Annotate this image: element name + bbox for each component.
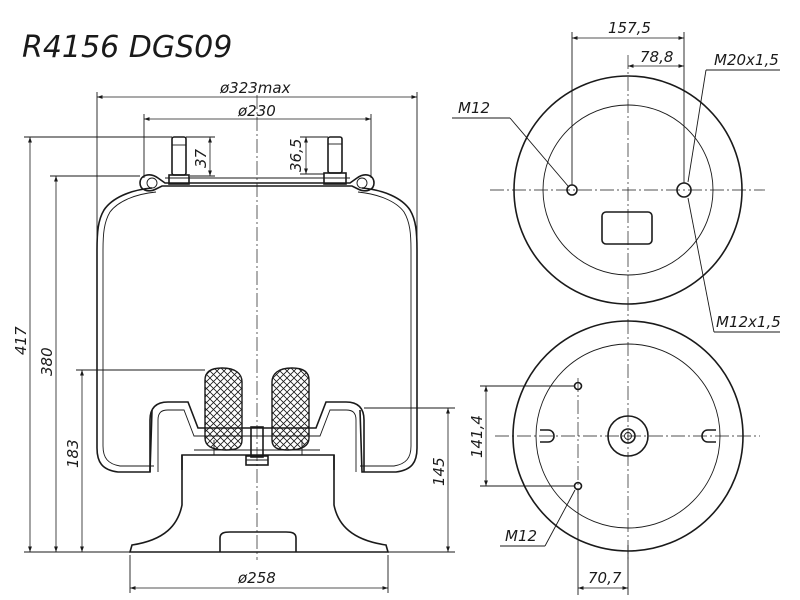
dim-bottom-offset: 70,7: [588, 569, 622, 587]
hub-outer: [607, 415, 649, 457]
dim-h-body: 380: [38, 347, 56, 376]
dim-d-max: ø323max: [219, 79, 291, 97]
bottom-view: 141,4 70,7 M12: [468, 320, 760, 595]
dim-top-spacing: 157,5: [608, 19, 651, 37]
dim-d-top: ø230: [237, 102, 276, 120]
dim-d-base: ø258: [237, 569, 276, 587]
thread-top-right: M20x1,5: [714, 51, 779, 69]
dim-h-total: 417: [12, 326, 30, 355]
thread-top-right-lower: M12x1,5: [716, 313, 781, 331]
thread-top-left: M12: [458, 99, 490, 117]
thread-bottom: M12: [505, 527, 537, 545]
top-plate: [139, 174, 375, 192]
side-view: ø323max ø230 37 36,5 417 380 183 14: [12, 79, 455, 593]
piston: [128, 401, 390, 553]
bumper-left: [204, 367, 243, 451]
dim-bottom-spacing: 141,4: [468, 415, 486, 458]
dim-top-offset: 78,8: [640, 48, 673, 66]
hub-inner: [620, 428, 636, 444]
drawing-title: R4156 DGS09: [22, 30, 232, 65]
dim-h-piston: 183: [64, 439, 82, 468]
dim-stud-h2: 36,5: [287, 139, 305, 172]
dim-stud-h1: 37: [192, 148, 210, 168]
bellows-inner-contour: [102, 191, 412, 467]
stud-right: [323, 136, 347, 185]
bumper-right: [271, 367, 310, 451]
dim-h-base: 145: [430, 457, 448, 486]
stud-left: [168, 136, 190, 185]
label-plate: [601, 211, 653, 245]
top-view: 157,5 78,8 M12 M20x1,5 M12x1,5: [452, 19, 781, 333]
